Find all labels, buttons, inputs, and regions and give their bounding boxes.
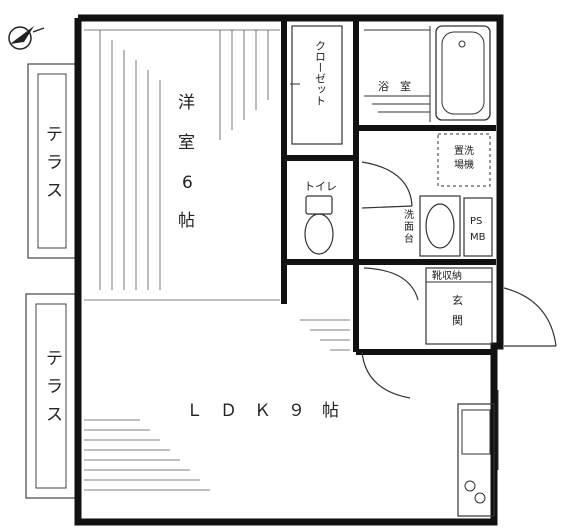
terrace-lower-label: テ ラ ス	[46, 349, 63, 425]
washer-label-line: 場機	[454, 158, 474, 171]
doors	[361, 161, 557, 399]
entrance-box	[425, 267, 493, 345]
bathtub	[435, 25, 491, 121]
bath-label: 浴 室	[378, 79, 411, 93]
washer-area	[437, 133, 491, 187]
ps-mb-box	[463, 197, 493, 257]
ldk-label: Ｌ Ｄ Ｋ ９ 帖	[186, 401, 339, 421]
western-room-char: 洋	[178, 93, 195, 113]
ps-label: PS	[470, 216, 482, 227]
interior-walls	[281, 18, 496, 355]
washstand-label: 洗 面 台	[404, 209, 414, 245]
shoe-storage-label: 靴収納	[432, 269, 462, 282]
terrace-char: ス	[46, 181, 63, 201]
north-arrow-icon	[8, 26, 45, 50]
ps-mb-label: PS MB	[470, 216, 486, 243]
terrace-char: テ	[46, 349, 63, 369]
western-room-label: 洋 室 6 帖	[178, 93, 195, 231]
mb-label: MB	[470, 232, 486, 243]
outer-walls	[74, 14, 504, 526]
western-room-char: 帖	[178, 211, 195, 231]
bath-steps	[364, 26, 431, 122]
closet-label: クローゼット	[314, 40, 327, 106]
washstand-char: 面	[404, 222, 414, 233]
terrace-char: ラ	[46, 377, 63, 397]
entrance-char: 玄	[452, 293, 463, 307]
closet	[290, 25, 343, 145]
toilet-label: トイレ	[304, 180, 337, 193]
washstand	[419, 195, 461, 257]
terrace-upper-label: テ ラ ス	[46, 125, 63, 201]
kitchen	[457, 390, 499, 517]
terrace-char: ラ	[46, 153, 63, 173]
washer-label: 置洗 場機	[454, 145, 474, 171]
western-room-char: 室	[178, 133, 195, 153]
toilet	[304, 195, 334, 255]
ldk-hatching	[84, 319, 350, 491]
entrance-label: 玄 関	[452, 293, 463, 327]
washstand-char: 台	[404, 232, 414, 245]
entrance-char: 関	[452, 314, 463, 327]
washstand-char: 洗	[404, 209, 414, 221]
terrace-char: テ	[46, 125, 63, 145]
western-room-char: 6	[182, 173, 193, 193]
terrace-char: ス	[46, 405, 63, 425]
washer-label-line: 置洗	[454, 145, 474, 157]
western-room-hatching	[84, 29, 280, 301]
